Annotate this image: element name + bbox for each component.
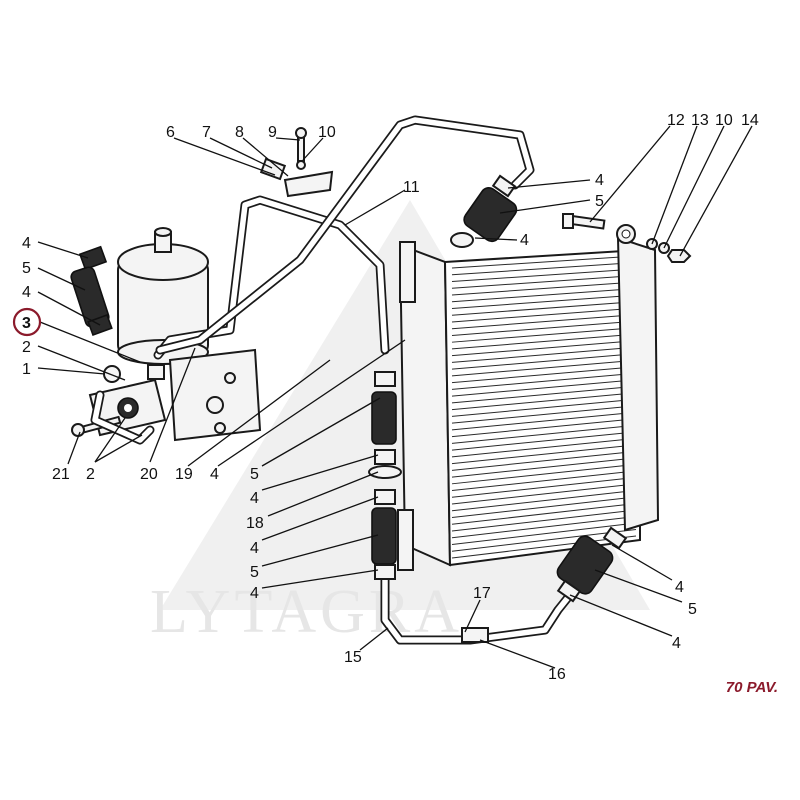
callout-8: 8 xyxy=(235,124,244,141)
watermark-text: LYTAGRA xyxy=(150,578,463,646)
callout-3: 3 xyxy=(22,315,31,332)
radiator-fin xyxy=(451,307,637,323)
radiator-fin xyxy=(451,418,637,438)
radiator-fin xyxy=(451,496,637,519)
radiator-fin xyxy=(451,288,637,303)
radiator-fin xyxy=(451,489,637,512)
radiator-fin xyxy=(451,385,637,404)
radiator-fin xyxy=(451,359,637,377)
callout-17: 17 xyxy=(473,585,491,602)
radiator-fin xyxy=(451,346,637,363)
lower-hose-assembly xyxy=(556,526,628,603)
callout-5-bottom-right: 5 xyxy=(688,601,697,618)
radiator-fin xyxy=(451,502,637,525)
radiator-fin xyxy=(451,398,637,417)
callout-4-top-right-b: 4 xyxy=(520,232,529,249)
radiator-fin xyxy=(451,528,637,552)
callout-13: 13 xyxy=(691,112,709,129)
radiator-fins xyxy=(451,255,637,559)
callout-10-right: 10 xyxy=(715,112,733,129)
callout-6: 6 xyxy=(166,124,175,141)
radiator-fin xyxy=(451,405,637,424)
callout-4-mid-b: 4 xyxy=(250,490,259,507)
callout-4-top-right-a: 4 xyxy=(595,172,604,189)
radiator-fin xyxy=(451,483,637,505)
radiator-fin xyxy=(451,444,637,465)
oil-cooler-radiator xyxy=(397,224,660,571)
radiator-fin xyxy=(451,340,637,357)
callout-5-left: 5 xyxy=(22,260,31,277)
callout-4-left-top: 4 xyxy=(22,235,31,252)
pipe-clamp-upper xyxy=(259,127,334,198)
pipe-clip-16 xyxy=(461,627,489,643)
callout-4-bottom-right-a: 4 xyxy=(675,579,684,596)
radiator-fin xyxy=(451,353,637,370)
radiator-fin xyxy=(451,275,637,289)
callout-20: 20 xyxy=(140,466,158,483)
callout-2-left: 2 xyxy=(22,339,31,356)
radiator-fin xyxy=(451,470,637,492)
radiator-fin xyxy=(451,366,637,384)
callout-16: 16 xyxy=(548,666,566,683)
callout-19: 19 xyxy=(175,466,193,483)
radiator-fin xyxy=(451,379,637,397)
radiator-fin xyxy=(451,314,637,330)
radiator-fin xyxy=(451,411,637,431)
callout-4-mid-d: 4 xyxy=(250,585,259,602)
callout-9: 9 xyxy=(268,124,277,141)
callout-7: 7 xyxy=(202,124,211,141)
radiator-fin xyxy=(451,392,637,411)
radiator-fin xyxy=(451,320,637,336)
callout-5-mid-b: 5 xyxy=(250,564,259,581)
radiator-fin xyxy=(451,262,637,276)
callout-14: 14 xyxy=(741,112,759,129)
callout-5-top-right: 5 xyxy=(595,193,604,210)
radiator-fin xyxy=(451,301,637,316)
radiator-fin xyxy=(451,281,637,296)
radiator-fin xyxy=(451,424,637,444)
callout-11: 11 xyxy=(403,179,420,196)
radiator-fin xyxy=(451,327,637,343)
callout-1: 1 xyxy=(22,361,31,378)
radiator-fin xyxy=(451,476,637,498)
radiator-fin xyxy=(451,463,637,485)
radiator-fin xyxy=(451,437,637,458)
radiator-fin xyxy=(451,333,637,350)
radiator-fin xyxy=(451,294,637,309)
radiator-fin xyxy=(451,457,637,478)
radiator-fin xyxy=(451,268,637,282)
radiator-fin xyxy=(451,450,637,471)
callout-12: 12 xyxy=(667,112,685,129)
callout-4-mid-c: 4 xyxy=(250,540,259,557)
callout-21: 21 xyxy=(52,466,70,483)
left-hose-assembly xyxy=(70,245,113,337)
leader-lines xyxy=(37,125,753,669)
page-code-label: 70 PAV. xyxy=(725,679,778,696)
radiator-fin xyxy=(451,431,637,451)
callout-15: 15 xyxy=(344,649,362,666)
callout-labels: 6 7 8 9 10 11 12 13 10 14 4 5 4 3 2 1 21… xyxy=(12,112,759,683)
callout-5-mid-a: 5 xyxy=(250,466,259,483)
callout-4-left-bottom: 4 xyxy=(22,284,31,301)
radiator-fin xyxy=(451,522,637,546)
middle-hose-stack xyxy=(368,371,402,580)
radiator-fin xyxy=(451,509,637,532)
radiator-fin xyxy=(451,255,637,269)
upper-hose-assembly xyxy=(450,174,518,248)
callout-4-bottom-right-b: 4 xyxy=(672,635,681,652)
highlight-ring-3 xyxy=(12,307,42,337)
callout-2-bottom: 2 xyxy=(86,466,95,483)
mounting-bracket xyxy=(168,348,262,442)
callout-4-mid-a: 4 xyxy=(210,466,219,483)
callout-18: 18 xyxy=(246,515,264,532)
radiator-fin xyxy=(451,372,637,390)
radiator-fin xyxy=(451,515,637,539)
callout-10: 10 xyxy=(318,124,336,141)
